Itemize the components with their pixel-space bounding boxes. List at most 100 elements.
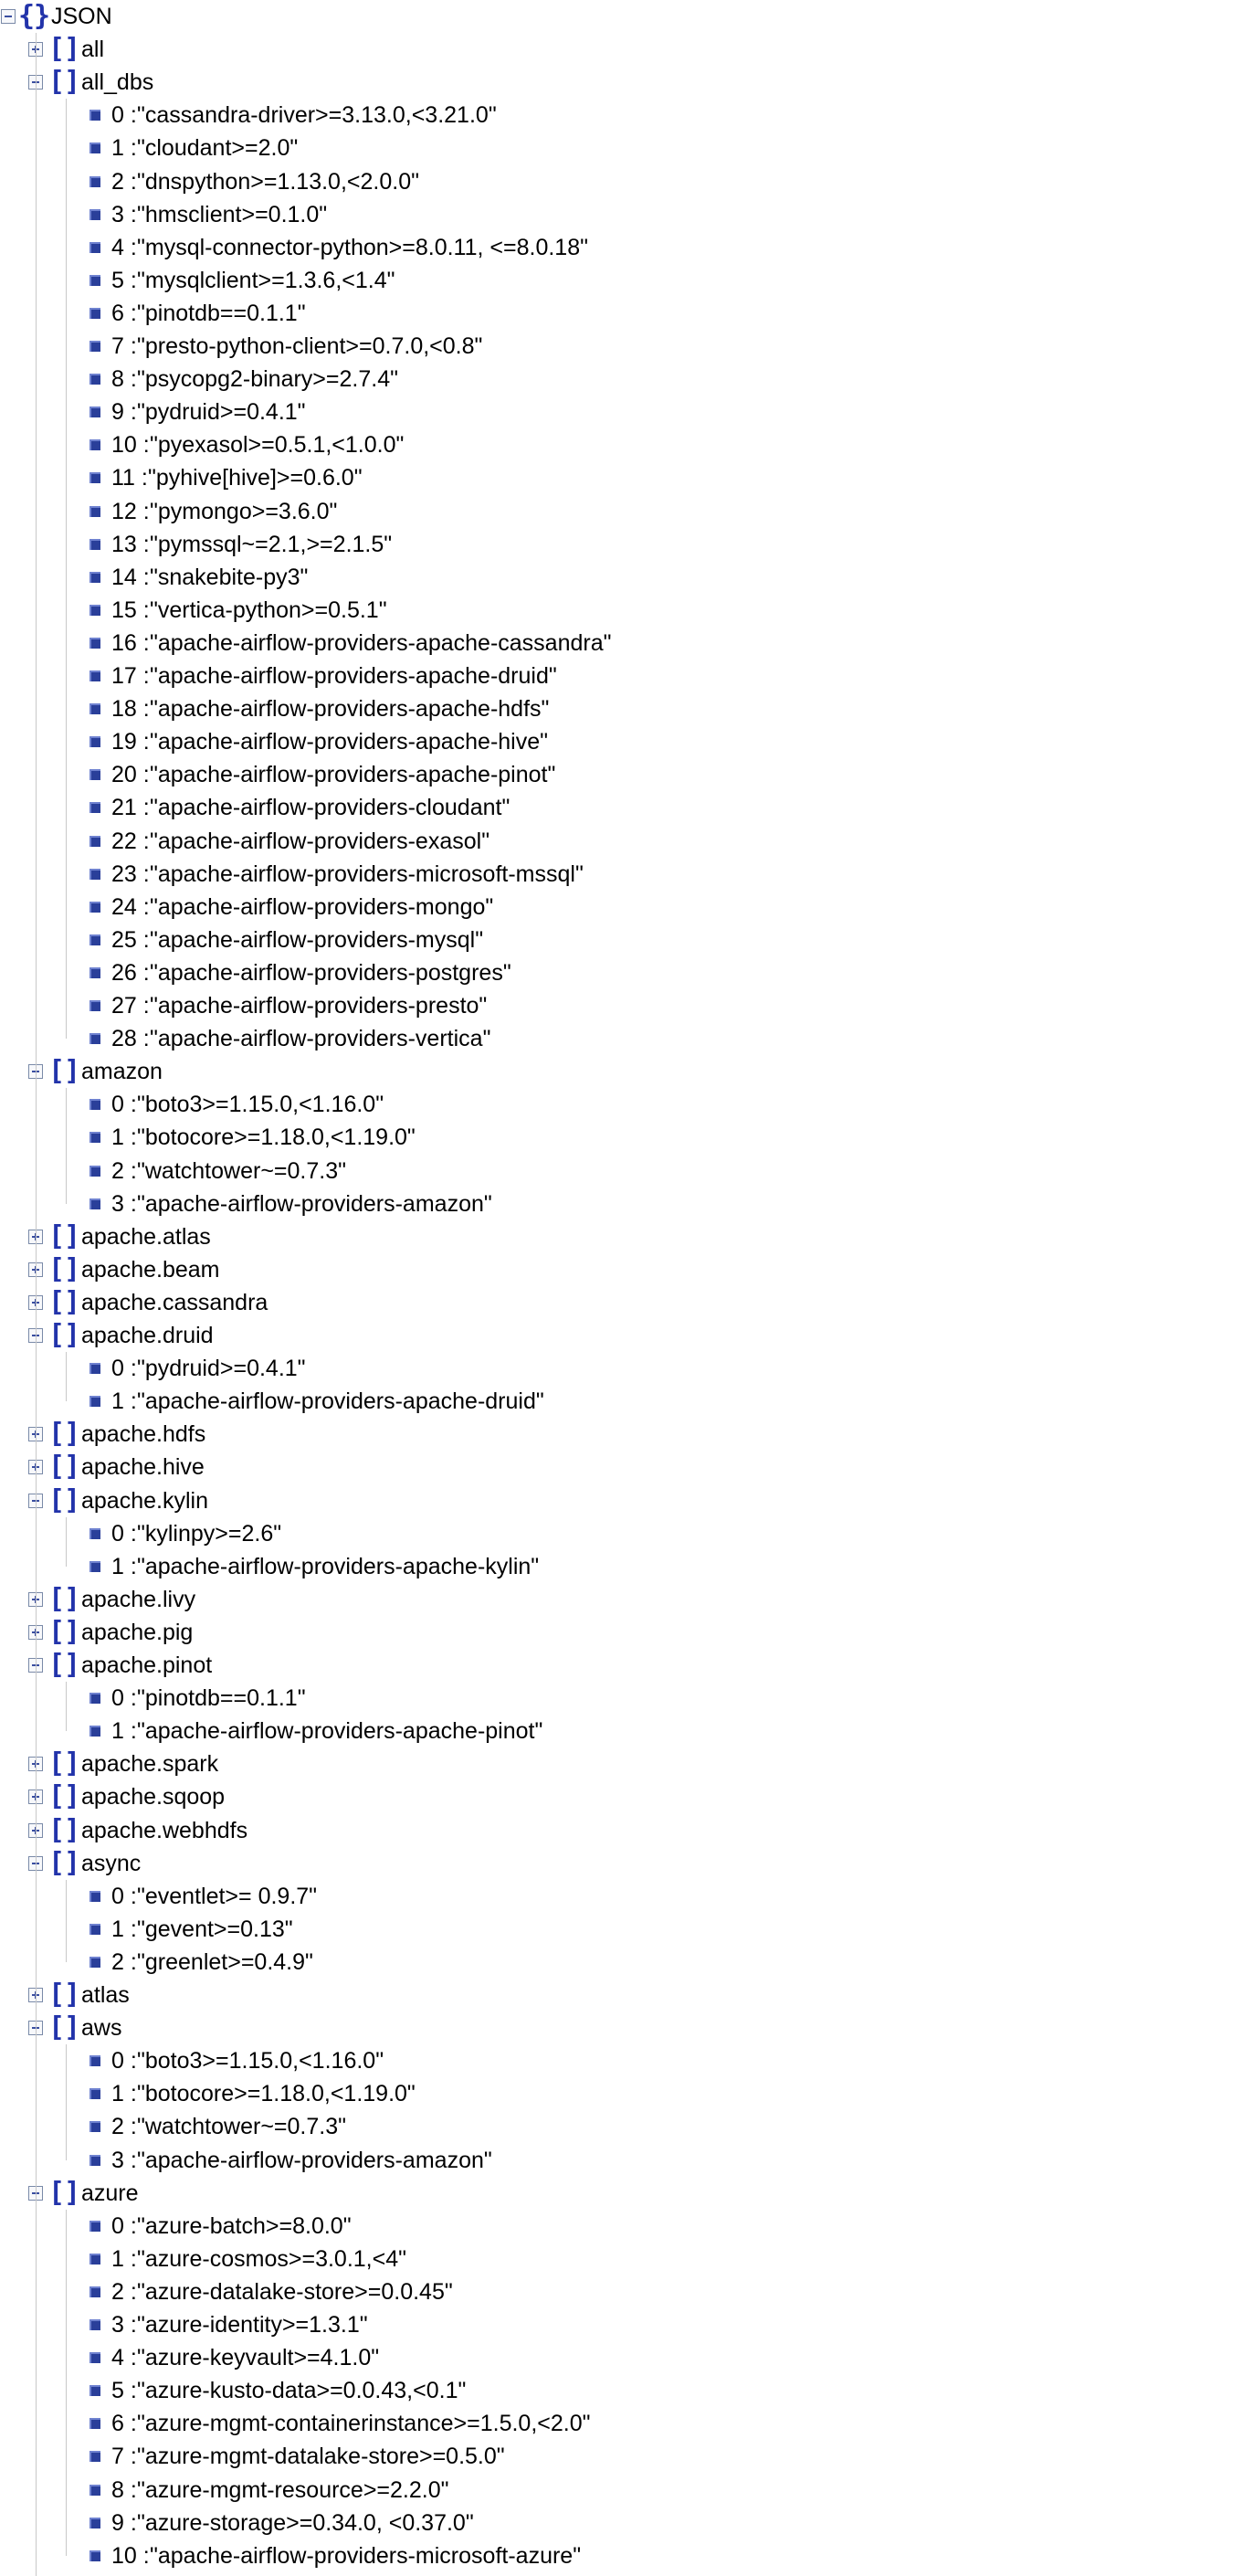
tree-leaf-row[interactable]: 20 : "apache-airflow-providers-apache-pi…	[0, 758, 694, 791]
leaf-index: 25 :	[111, 926, 150, 953]
tree-node-row[interactable]: []azure	[0, 2177, 548, 2210]
tree-leaf-row[interactable]: 0 : "pinotdb==0.1.1"	[0, 1682, 694, 1715]
tree-leaf-row[interactable]: 7 : "presto-python-client>=0.7.0,<0.8"	[0, 330, 694, 363]
tree-node-key: apache.druid	[81, 1323, 214, 1348]
leaf-value: "apache-airflow-providers-apache-cassand…	[150, 629, 612, 656]
leaf-value: "boto3>=1.15.0,<1.16.0"	[137, 1092, 384, 1118]
tree-leaf-row[interactable]: 2 : "greenlet>=0.4.9"	[0, 1946, 694, 1979]
leaf-value: "apache-airflow-providers-microsoft-mssq…	[150, 860, 584, 887]
tree-node-row[interactable]: []atlas	[0, 1979, 548, 2011]
leaf-index: 11 :	[111, 465, 148, 491]
tree-leaf-row[interactable]: 9 : "azure-storage>=0.34.0, <0.37.0"	[0, 2507, 694, 2539]
tree-node-row[interactable]: []all	[0, 33, 548, 66]
tree-node-key: atlas	[81, 1982, 130, 2008]
tree-leaf-row[interactable]: 15 : "vertica-python>=0.5.1"	[0, 594, 694, 627]
tree-leaf-row[interactable]: 7 : "azure-mgmt-datalake-store>=0.5.0"	[0, 2440, 694, 2473]
leaf-value: "apache-airflow-providers-apache-kylin"	[137, 1553, 540, 1579]
tree-leaf-row[interactable]: 17 : "apache-airflow-providers-apache-dr…	[0, 660, 694, 692]
tree-leaf-row[interactable]: 14 : "snakebite-py3"	[0, 561, 694, 594]
tree-leaf-row[interactable]: 0 : "boto3>=1.15.0,<1.16.0"	[0, 2044, 694, 2077]
tree-leaf-row[interactable]: 5 : "mysqlclient>=1.3.6,<1.4"	[0, 264, 694, 297]
tree-leaf-row[interactable]: 8 : "psycopg2-binary>=2.7.4"	[0, 363, 694, 396]
leaf-value-icon	[89, 2517, 100, 2528]
leaf-index: 2 :	[111, 1948, 137, 1975]
tree-leaf-row[interactable]: 11 : "pyhive[hive]>=0.6.0"	[0, 461, 694, 494]
tree-leaf-row[interactable]: 1 : "apache-airflow-providers-apache-pin…	[0, 1715, 694, 1747]
tree-node-key: async	[81, 1850, 142, 1876]
tree-leaf-row[interactable]: 3 : "hmsclient>=0.1.0"	[0, 198, 694, 231]
tree-leaf-row[interactable]: 18 : "apache-airflow-providers-apache-hd…	[0, 692, 694, 725]
tree-leaf-row[interactable]: 4 : "azure-keyvault>=4.1.0"	[0, 2341, 694, 2374]
tree-leaf-row[interactable]: 12 : "pymongo>=3.6.0"	[0, 495, 694, 528]
tree-node-row[interactable]: []apache.webhdfs	[0, 1814, 548, 1847]
tree-leaf-row[interactable]: 1 : "azure-cosmos>=3.0.1,<4"	[0, 2243, 694, 2275]
tree-leaf-row[interactable]: 26 : "apache-airflow-providers-postgres"	[0, 956, 694, 989]
tree-leaf-row[interactable]: 10 : "pyexasol>=0.5.1,<1.0.0"	[0, 428, 694, 461]
tree-leaf-row[interactable]: 8 : "azure-mgmt-resource>=2.2.0"	[0, 2474, 694, 2507]
tree-leaf-row[interactable]: 19 : "apache-airflow-providers-apache-hi…	[0, 725, 694, 758]
tree-leaf-row[interactable]: 3 : "apache-airflow-providers-amazon"	[0, 1188, 694, 1220]
tree-node-row[interactable]: []apache.cassandra	[0, 1286, 548, 1319]
leaf-index: 1 :	[111, 1916, 137, 1942]
tree-node-row[interactable]: []apache.livy	[0, 1583, 548, 1616]
tree-leaf-row[interactable]: 2 : "dnspython>=1.13.0,<2.0.0"	[0, 165, 694, 198]
tree-node-row[interactable]: []async	[0, 1847, 548, 1880]
tree-node-row[interactable]: []all_dbs	[0, 66, 548, 99]
leaf-index: 4 :	[111, 234, 137, 260]
tree-leaf-row[interactable]: 1 : "gevent>=0.13"	[0, 1913, 694, 1946]
leaf-index: 8 :	[111, 2476, 137, 2503]
leaf-value: "pymongo>=3.6.0"	[150, 498, 338, 524]
tree-node-row[interactable]: []apache.spark	[0, 1747, 548, 1780]
tree-node-row[interactable]: []apache.druid	[0, 1319, 548, 1352]
tree-leaf-row[interactable]: 6 : "pinotdb==0.1.1"	[0, 297, 694, 330]
tree-leaf-row[interactable]: 0 : "kylinpy>=2.6"	[0, 1517, 694, 1550]
tree-leaf-row[interactable]: 2 : "watchtower~=0.7.3"	[0, 1155, 694, 1188]
leaf-value-icon	[89, 1956, 100, 1968]
tree-node-key: all_dbs	[81, 69, 154, 96]
tree-leaf-row[interactable]: 0 : "cassandra-driver>=3.13.0,<3.21.0"	[0, 99, 694, 132]
tree-leaf-row[interactable]: 3 : "apache-airflow-providers-amazon"	[0, 2144, 694, 2177]
tree-node-row[interactable]: []amazon	[0, 1055, 548, 1088]
tree-leaf-row[interactable]: 3 : "azure-identity>=1.3.1"	[0, 2308, 694, 2341]
tree-leaf-row[interactable]: 22 : "apache-airflow-providers-exasol"	[0, 825, 694, 858]
leaf-index: 10 :	[111, 2542, 150, 2569]
tree-node-row[interactable]: []apache.beam	[0, 1253, 548, 1286]
tree-node-row[interactable]: []apache.kylin	[0, 1484, 548, 1517]
tree-leaf-row[interactable]: 13 : "pymssql~=2.1,>=2.1.5"	[0, 528, 694, 561]
tree-leaf-row[interactable]: 6 : "azure-mgmt-containerinstance>=1.5.0…	[0, 2407, 694, 2440]
tree-leaf-row[interactable]: 1 : "apache-airflow-providers-apache-dru…	[0, 1385, 694, 1418]
tree-leaf-row[interactable]: 5 : "azure-kusto-data>=0.0.43,<0.1"	[0, 2374, 694, 2407]
tree-node-row[interactable]: []apache.atlas	[0, 1220, 548, 1253]
tree-node-row[interactable]: []apache.pig	[0, 1616, 548, 1649]
tree-node-row[interactable]: []apache.sqoop	[0, 1780, 548, 1813]
tree-leaf-row[interactable]: 1 : "apache-airflow-providers-apache-kyl…	[0, 1550, 694, 1583]
tree-leaf-row[interactable]: 0 : "eventlet>= 0.9.7"	[0, 1880, 694, 1913]
tree-leaf-row[interactable]: 0 : "boto3>=1.15.0,<1.16.0"	[0, 1088, 694, 1121]
tree-leaf-row[interactable]: 4 : "mysql-connector-python>=8.0.11, <=8…	[0, 231, 694, 264]
collapse-toggle-icon[interactable]	[1, 9, 16, 24]
tree-leaf-row[interactable]: 2 : "watchtower~=0.7.3"	[0, 2110, 694, 2143]
tree-leaf-row[interactable]: 1 : "botocore>=1.18.0,<1.19.0"	[0, 1121, 694, 1154]
leaf-index: 23 :	[111, 860, 150, 887]
tree-leaf-row[interactable]: 1 : "cloudant>=2.0"	[0, 132, 694, 164]
tree-node-row[interactable]: []apache.hdfs	[0, 1418, 548, 1451]
tree-leaf-row[interactable]: 0 : "azure-batch>=8.0.0"	[0, 2210, 694, 2243]
leaf-value-icon	[89, 505, 100, 517]
tree-leaf-row[interactable]: 16 : "apache-airflow-providers-apache-ca…	[0, 627, 694, 660]
tree-leaf-row[interactable]: 28 : "apache-airflow-providers-vertica"	[0, 1022, 694, 1055]
tree-root-row[interactable]: {}JSON	[0, 0, 365, 33]
tree-node-row[interactable]: []apache.hive	[0, 1451, 548, 1483]
tree-node-row[interactable]: []apache.pinot	[0, 1649, 548, 1682]
tree-leaf-row[interactable]: 25 : "apache-airflow-providers-mysql"	[0, 924, 694, 956]
tree-leaf-row[interactable]: 2 : "azure-datalake-store>=0.0.45"	[0, 2275, 694, 2308]
tree-leaf-row[interactable]: 0 : "pydruid>=0.4.1"	[0, 1352, 694, 1385]
tree-leaf-row[interactable]: 24 : "apache-airflow-providers-mongo"	[0, 891, 694, 924]
leaf-value: "apache-airflow-providers-amazon"	[137, 2147, 492, 2173]
tree-leaf-row[interactable]: 10 : "apache-airflow-providers-microsoft…	[0, 2539, 694, 2572]
tree-leaf-row[interactable]: 9 : "pydruid>=0.4.1"	[0, 396, 694, 428]
tree-leaf-row[interactable]: 1 : "botocore>=1.18.0,<1.19.0"	[0, 2077, 694, 2110]
tree-leaf-row[interactable]: 27 : "apache-airflow-providers-presto"	[0, 989, 694, 1022]
tree-leaf-row[interactable]: 21 : "apache-airflow-providers-cloudant"	[0, 791, 694, 824]
tree-node-row[interactable]: []aws	[0, 2011, 548, 2044]
tree-leaf-row[interactable]: 23 : "apache-airflow-providers-microsoft…	[0, 858, 694, 891]
